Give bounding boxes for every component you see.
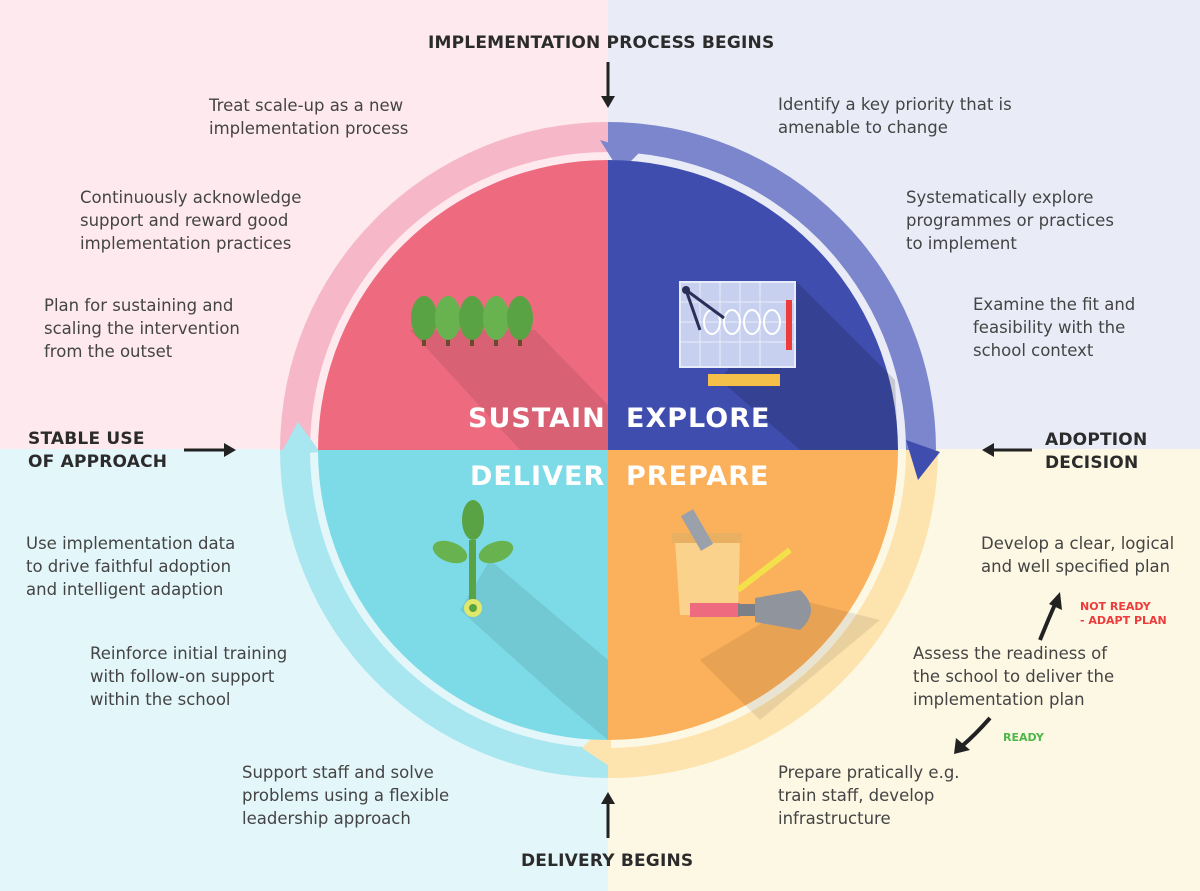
stable-use-label: STABLE USE OF APPROACH <box>28 429 168 472</box>
tree-row-icon <box>411 296 533 346</box>
explore-phase-label: EXPLORE <box>626 403 771 434</box>
deliver-step-1: Use implementation data to drive faithfu… <box>26 534 236 599</box>
not-ready-label: NOT READY - ADAPT PLAN <box>1080 600 1167 627</box>
sustain-phase-label: SUSTAIN <box>468 403 606 434</box>
arrow-left-right <box>982 443 1032 457</box>
tools-icon <box>672 509 811 630</box>
sprout-icon <box>432 500 514 617</box>
sustain-step-1: Treat scale-up as a new implementation p… <box>209 96 409 138</box>
prepare-step-3: Prepare pratically e.g. train staff, dev… <box>778 763 960 828</box>
prepare-ring-arc <box>608 450 938 779</box>
sustain-shadow <box>410 330 608 450</box>
not-ready-arrow <box>1038 592 1062 641</box>
deliver-step-3: Support staff and solve problems using a… <box>242 763 450 828</box>
explore-step-3: Examine the fit and feasibility with the… <box>973 295 1136 360</box>
sustain-step-2: Continuously acknowledge support and rew… <box>80 188 302 253</box>
sustain-step-3: Plan for sustaining and scaling the inte… <box>44 296 240 361</box>
explore-ring-arrowhead <box>600 140 640 172</box>
explore-step-2: Systematically explore programmes or pra… <box>906 188 1114 253</box>
blueprint-icon <box>679 281 796 386</box>
prepare-phase-label: PREPARE <box>626 461 770 492</box>
explore-step-1: Identify a key priority that is amenable… <box>778 95 1012 137</box>
arrow-down-top <box>601 62 615 108</box>
ready-label: READY <box>1003 731 1044 744</box>
prepare-ring-arrowhead <box>906 440 940 480</box>
prepare-quadrant <box>608 450 898 740</box>
explore-ring-arc <box>608 122 936 450</box>
arrow-up-bottom <box>601 792 615 838</box>
prepare-step-2: Assess the readiness of the school to de… <box>913 644 1115 709</box>
prepare-step-1: Develop a clear, logical and well specif… <box>981 534 1175 576</box>
sustain-ring-arc <box>280 122 608 450</box>
deliver-ring-arc <box>280 450 608 778</box>
deliver-phase-label: DELIVER <box>470 461 606 492</box>
sustain-ring-arrowhead <box>280 422 320 455</box>
prepare-shadow <box>700 600 880 720</box>
deliver-shadow <box>460 560 608 740</box>
ready-arrow <box>954 716 992 754</box>
deliver-step-2: Reinforce initial training with follow-o… <box>90 644 288 709</box>
implementation-process-begins-label: IMPLEMENTATION PROCESS BEGINS <box>428 33 775 53</box>
adoption-decision-label: ADOPTION DECISION <box>1045 430 1148 473</box>
arrow-right-left <box>184 443 236 457</box>
deliver-quadrant <box>318 450 608 740</box>
delivery-begins-label: DELIVERY BEGINS <box>521 851 694 871</box>
